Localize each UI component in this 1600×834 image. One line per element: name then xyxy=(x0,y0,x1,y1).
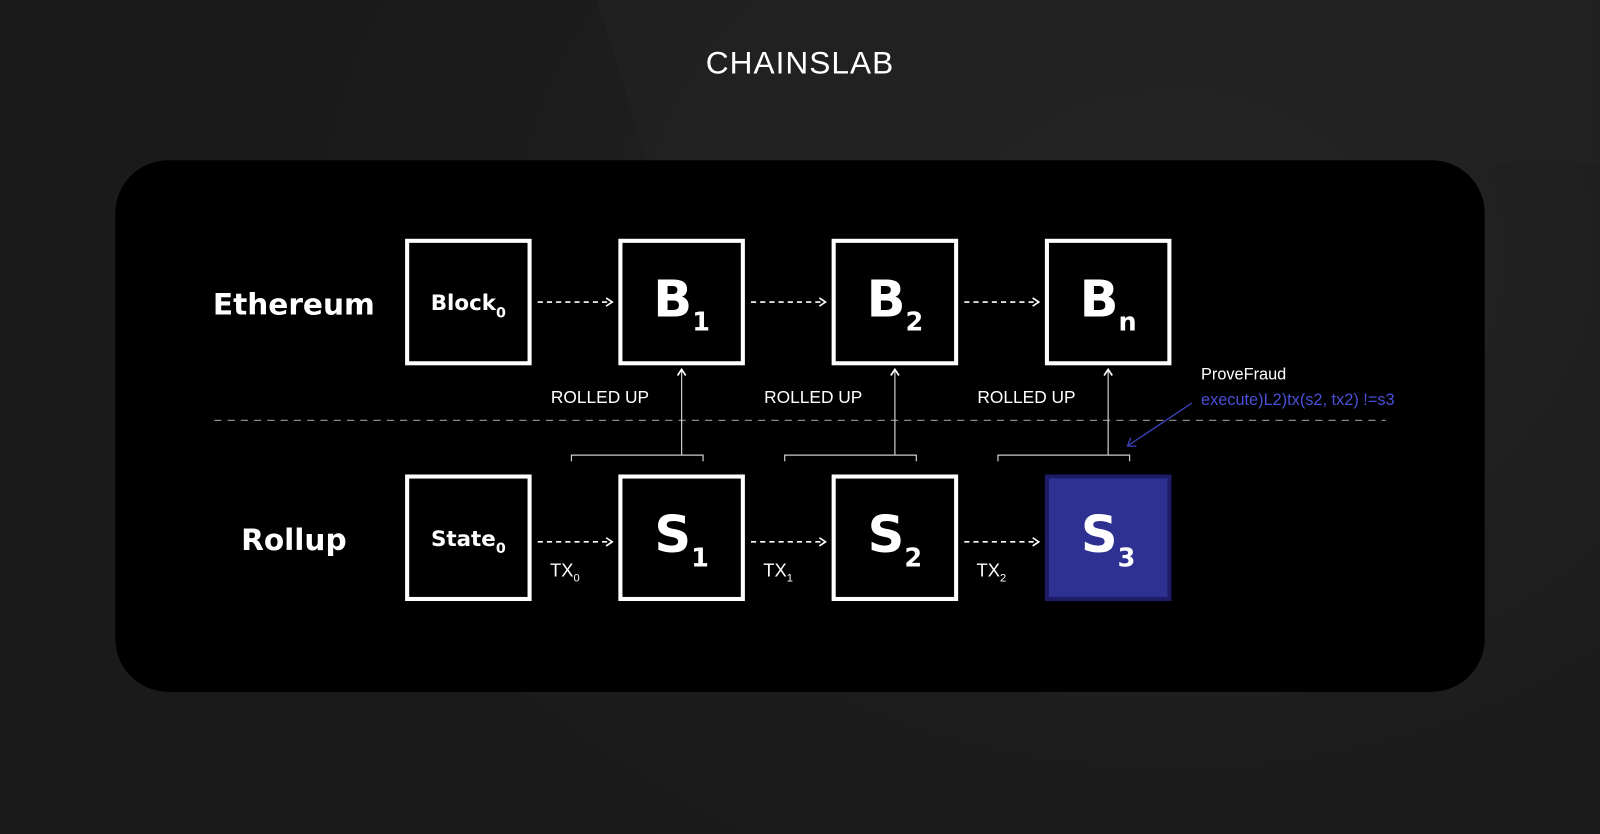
block-label-sub: 1 xyxy=(691,543,709,573)
block-label-main: S xyxy=(654,506,691,565)
rolled-up-label: ROLLED UP xyxy=(551,387,649,407)
diagram-panel xyxy=(115,160,1485,692)
block-label-main: B xyxy=(653,270,692,329)
rollup-bracket xyxy=(997,454,1131,462)
block-3: Bn xyxy=(1044,238,1172,366)
tx-label: TX0 xyxy=(550,560,580,585)
block-label: S2 xyxy=(868,506,922,573)
block-label: S1 xyxy=(654,506,708,573)
block-label: State0 xyxy=(431,527,506,557)
block-0: Block0 xyxy=(405,238,532,366)
prove-fraud-label: ProveFraud xyxy=(1201,366,1286,384)
block-2: B2 xyxy=(831,238,959,366)
tx-label-main: TX xyxy=(550,560,573,581)
chainslab-logo: CHAINSLAB xyxy=(706,44,894,80)
block-label-sub: 0 xyxy=(496,305,506,321)
block-label-main: Block xyxy=(431,291,497,316)
tx-label-sub: 0 xyxy=(573,573,579,585)
block-label: B1 xyxy=(653,270,710,337)
block-label-main: B xyxy=(1080,270,1119,329)
block-box xyxy=(1044,474,1172,602)
block-label-main: State xyxy=(431,527,496,552)
block-label: S3 xyxy=(1081,506,1136,573)
rollup-bracket xyxy=(784,454,917,462)
state-1: S1 xyxy=(618,474,745,602)
tx-label-sub: 1 xyxy=(787,573,793,585)
block-box xyxy=(405,238,532,366)
block-box xyxy=(1044,238,1172,366)
block-label-main: S xyxy=(868,506,905,565)
row-label-rollup: Rollup xyxy=(241,523,347,557)
row-label-ethereum: Ethereum xyxy=(213,287,375,321)
block-box xyxy=(618,474,745,602)
block-box xyxy=(405,474,532,602)
block-box xyxy=(618,238,745,366)
block-label-sub: 3 xyxy=(1118,543,1136,573)
block-label: Bn xyxy=(1080,270,1137,337)
block-label-main: S xyxy=(1081,506,1118,565)
state-3: S3 xyxy=(1044,474,1172,602)
block-box xyxy=(831,474,959,602)
block-label: B2 xyxy=(867,270,924,337)
state-2: S2 xyxy=(831,474,959,602)
block-label-sub: n xyxy=(1119,308,1137,338)
tx-label-sub: 2 xyxy=(1000,573,1006,585)
rollup-bracket xyxy=(570,454,704,462)
block-label-sub: 1 xyxy=(692,308,710,338)
tx-label: TX1 xyxy=(763,560,793,585)
block-label-sub: 2 xyxy=(905,308,923,338)
background-shape xyxy=(596,0,1600,164)
tx-label: TX2 xyxy=(977,560,1007,585)
block-label: Block0 xyxy=(431,291,506,321)
rolled-up-label: ROLLED UP xyxy=(764,387,862,407)
block-label-main: B xyxy=(867,270,906,329)
block-1: B1 xyxy=(618,238,745,366)
state-0: State0 xyxy=(405,474,532,602)
tx-label-main: TX xyxy=(977,560,1000,581)
fraud-proof-code: execute)L2)tx(s2, tx2) !=s3 xyxy=(1201,391,1395,409)
fraud-pointer-arrow xyxy=(1126,402,1193,447)
tx-label-main: TX xyxy=(763,560,786,581)
block-box xyxy=(831,238,959,366)
block-label-sub: 2 xyxy=(904,543,922,573)
block-label-sub: 0 xyxy=(496,541,506,557)
rolled-up-label: ROLLED UP xyxy=(977,387,1075,407)
